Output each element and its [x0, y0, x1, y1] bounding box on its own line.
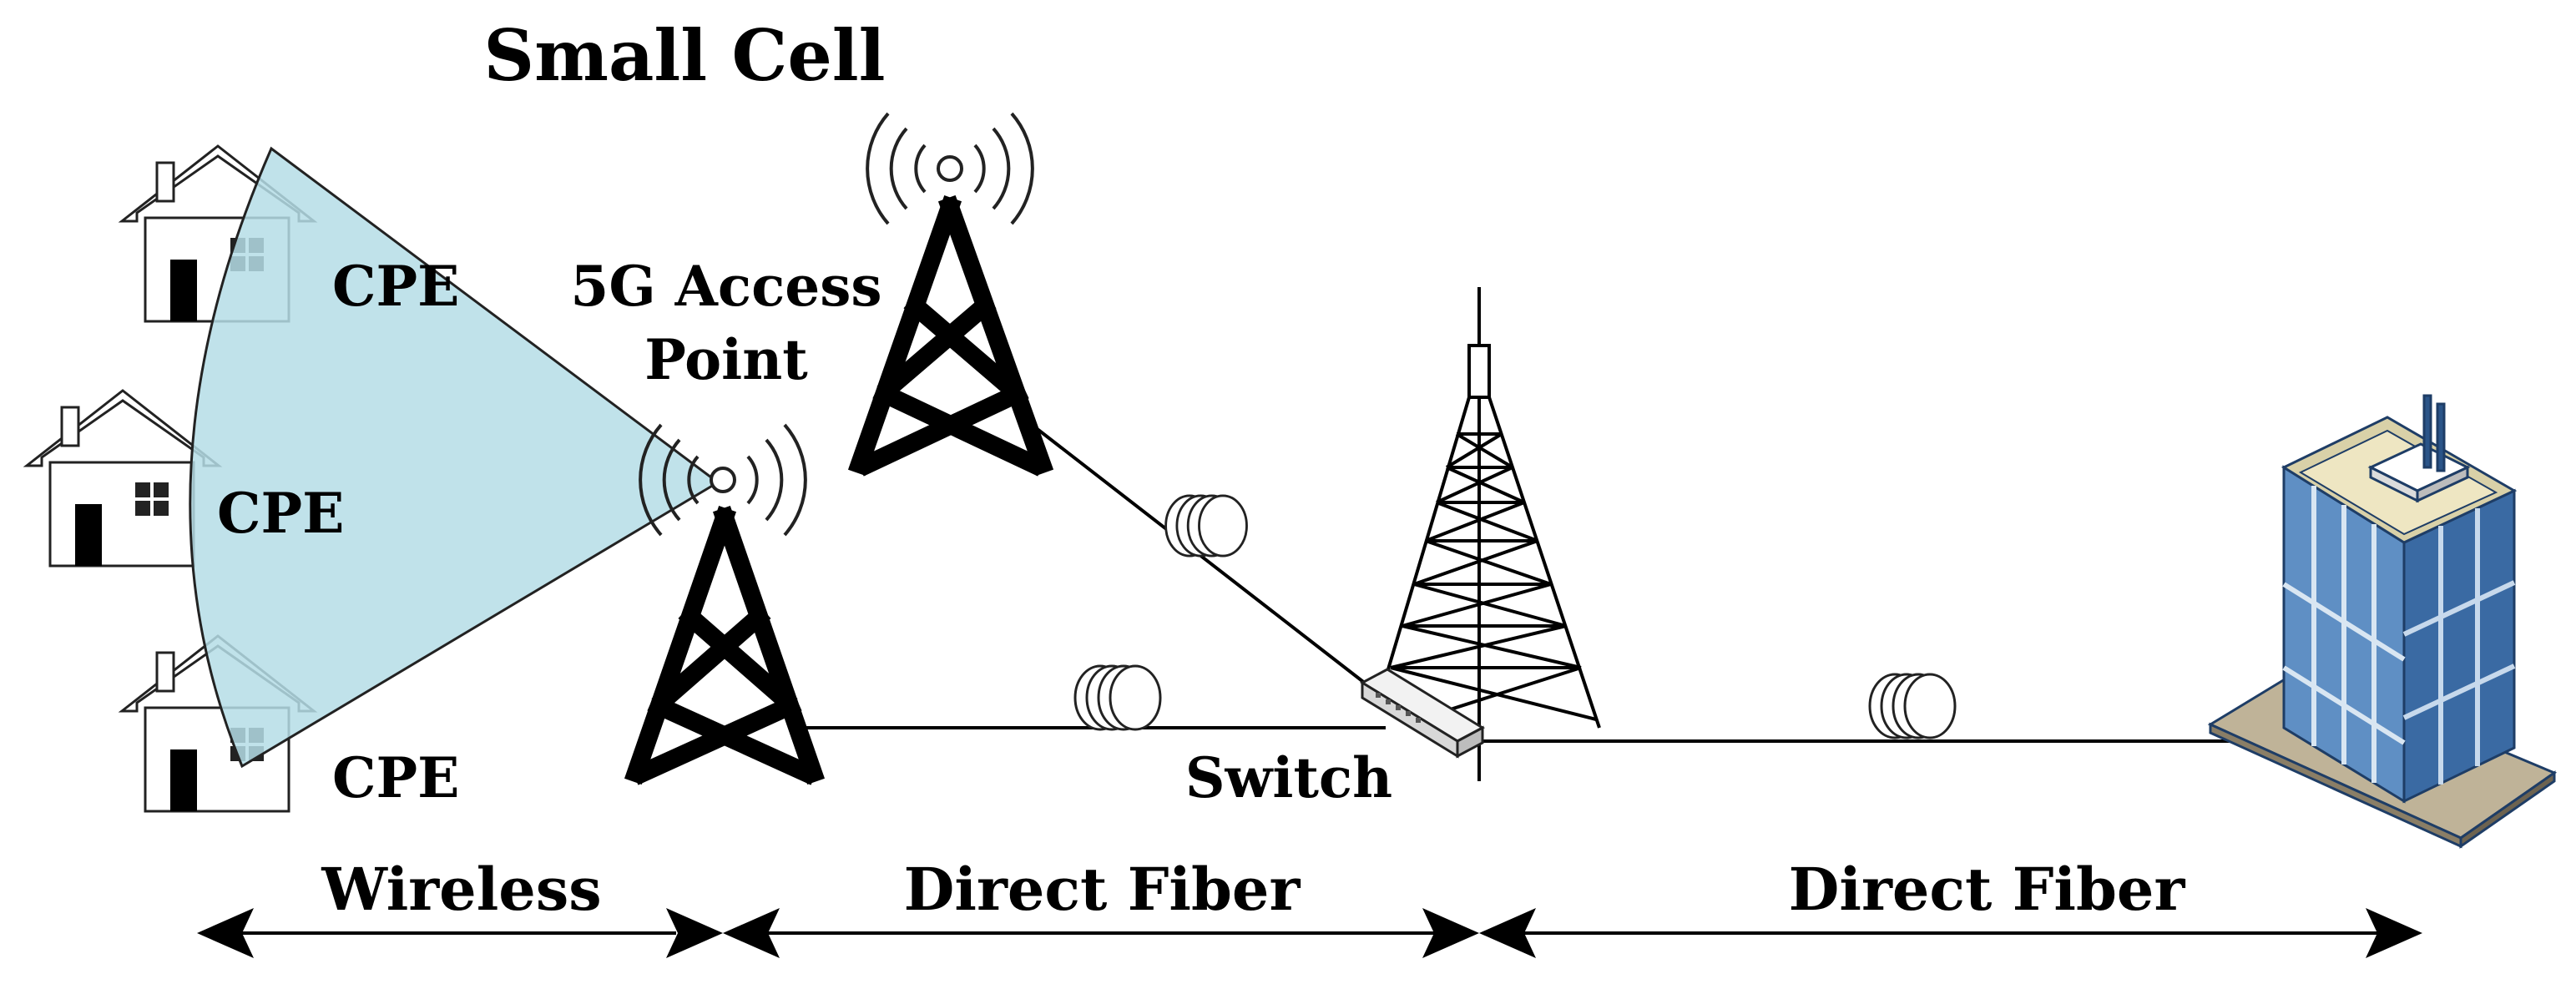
switch-label: Switch	[1185, 745, 1392, 810]
cpe-label: CPE	[217, 481, 344, 546]
fiber-coil-icon	[1164, 494, 1248, 558]
span-label-fiber-1: Direct Fiber	[904, 855, 1301, 924]
double-arrow-icon	[723, 908, 1479, 958]
fiber-line-smallcell-switch	[1033, 426, 1379, 694]
double-arrow-icon	[197, 908, 723, 958]
span-label-fiber-2: Direct Fiber	[1789, 855, 2186, 924]
cpe-label: CPE	[332, 254, 459, 319]
cell-tower-icon	[624, 506, 825, 785]
office-building-icon	[2207, 394, 2558, 849]
cell-tower-icon	[847, 194, 1054, 477]
lattice-tower-icon	[1372, 287, 1601, 781]
double-arrow-icon	[1479, 908, 2422, 958]
span-label-wireless: Wireless	[321, 855, 601, 924]
diagram-title: Small Cell	[483, 14, 885, 97]
coverage-sector	[189, 146, 720, 769]
fiber-coil-icon	[1868, 673, 1957, 739]
access-point-label-line2: Point	[644, 327, 808, 392]
fiber-coil-icon	[1073, 664, 1162, 731]
cpe-label: CPE	[332, 745, 459, 810]
network-switch-icon	[1359, 668, 1486, 759]
access-point-label-line1: 5G Access	[570, 254, 881, 319]
